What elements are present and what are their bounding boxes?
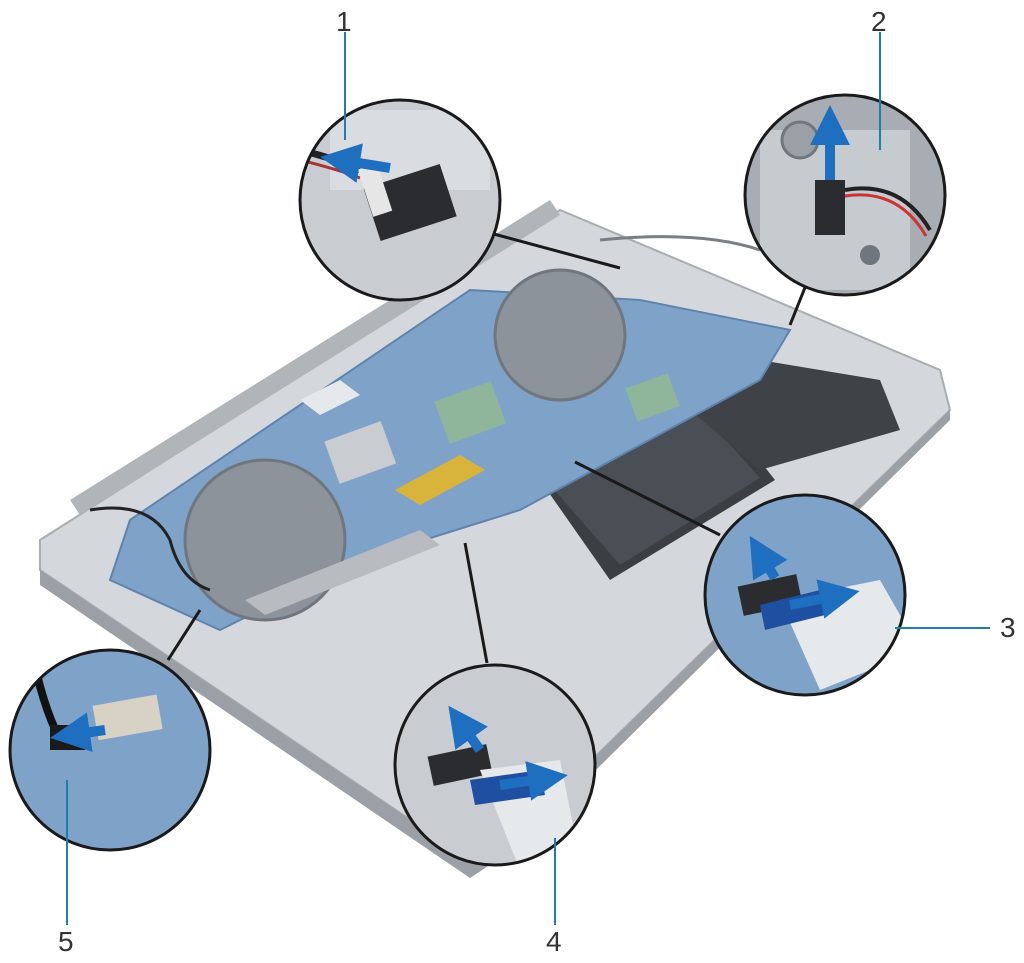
zoom-5 [8,648,212,852]
touchpad-area [540,385,775,580]
memory-chip [395,455,485,505]
zoom-3 [703,493,907,697]
callout-1: 1 [336,6,352,37]
callout-3: 3 [1000,612,1016,643]
fan [493,268,627,402]
zoom-1 [298,98,502,302]
motherboard [108,268,792,632]
leader-lines [166,231,810,664]
zoom-2 [743,93,947,297]
callout-2: 2 [871,6,887,37]
ssd [245,530,440,615]
callout-5: 5 [58,926,74,957]
callout-lines [66,32,990,925]
callout-4: 4 [546,926,562,957]
